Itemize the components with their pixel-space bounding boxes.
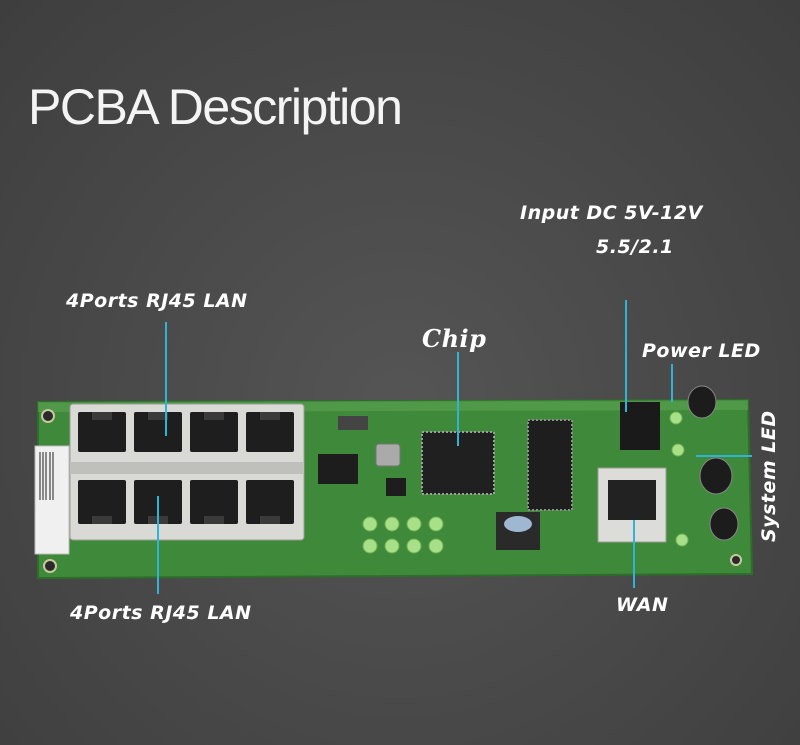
system-led-label: System LED [758, 410, 780, 542]
callout-lines [157, 300, 752, 594]
lan-top-label: 4Ports RJ45 LAN [66, 290, 248, 312]
input-dc-spec-label: 5.5/2.1 [596, 236, 674, 258]
page-title: PCBA Description [28, 79, 403, 135]
input-dc-label: Input DC 5V-12V [520, 202, 703, 224]
barcode-sticker [34, 445, 70, 555]
chip-label: Chip [422, 324, 487, 353]
wan-label: WAN [616, 594, 669, 616]
power-led-label: Power LED [642, 340, 761, 362]
lan-port-block [69, 403, 305, 541]
lan-bottom-label: 4Ports RJ45 LAN [70, 602, 252, 624]
components [318, 385, 739, 554]
